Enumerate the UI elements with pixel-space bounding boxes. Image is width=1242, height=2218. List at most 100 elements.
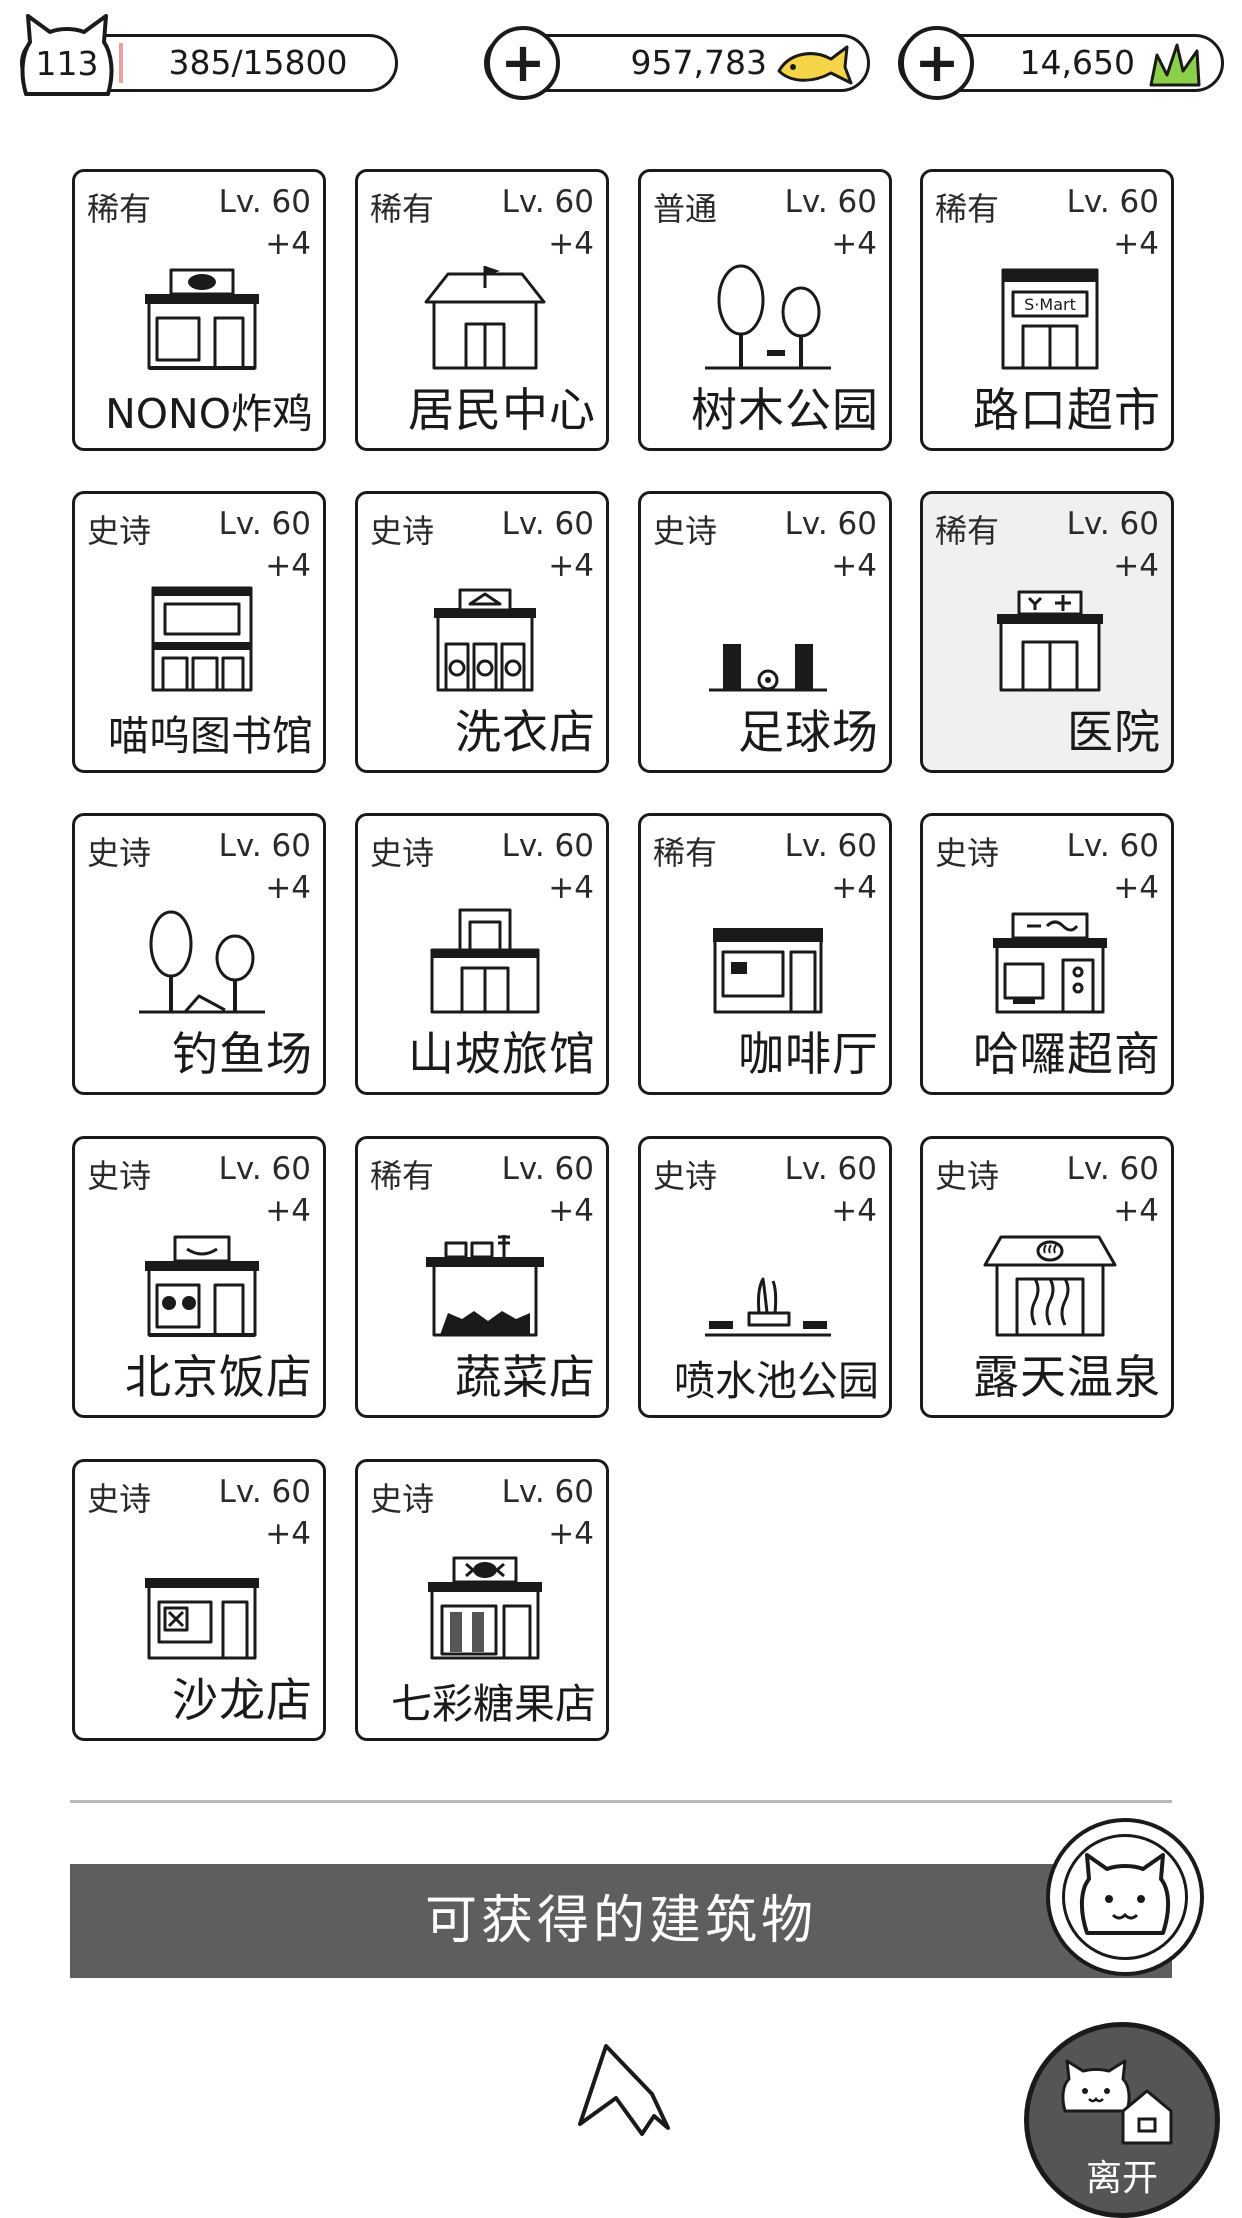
building-card[interactable]: 史诗 Lv. 60 +4 钓鱼场 xyxy=(72,813,326,1095)
building-level: Lv. 60 xyxy=(784,506,877,542)
building-card[interactable]: 稀有 Lv. 60 +4 蔬菜店 xyxy=(355,1136,609,1418)
card-flip-icon[interactable] xyxy=(570,2036,680,2146)
building-rarity: 史诗 xyxy=(87,1157,152,1195)
building-name: 医院 xyxy=(1067,705,1161,759)
soccer-field-icon xyxy=(709,644,827,692)
building-bonus: +4 xyxy=(831,226,877,262)
building-name: 咖啡厅 xyxy=(738,1027,879,1081)
building-name: 钓鱼场 xyxy=(172,1027,313,1081)
building-rarity: 史诗 xyxy=(653,512,718,550)
building-bonus: +4 xyxy=(1113,226,1159,262)
building-rarity: 史诗 xyxy=(935,1157,1000,1195)
laundry-icon xyxy=(434,588,536,692)
building-rarity: 史诗 xyxy=(87,512,152,550)
building-level: Lv. 60 xyxy=(501,184,594,220)
community-center-icon xyxy=(424,266,546,370)
hospital-icon xyxy=(997,590,1103,692)
building-name: 洗衣店 xyxy=(455,705,596,759)
building-rarity: 史诗 xyxy=(935,834,1000,872)
building-bonus: +4 xyxy=(265,1193,311,1229)
building-level: Lv. 60 xyxy=(1066,506,1159,542)
leave-button[interactable]: 离开 xyxy=(1024,2022,1220,2218)
building-level: Lv. 60 xyxy=(501,1151,594,1187)
building-rarity: 稀有 xyxy=(87,190,152,228)
supermarket-icon: S·Mart xyxy=(1001,268,1099,370)
building-bonus: +4 xyxy=(1113,548,1159,584)
building-card[interactable]: 史诗 Lv. 60 +4 北京饭店 xyxy=(72,1136,326,1418)
fountain-park-icon xyxy=(705,1277,831,1337)
grass-icon xyxy=(1149,43,1201,87)
building-name: 露天温泉 xyxy=(973,1350,1161,1404)
vegetable-shop-icon xyxy=(426,1235,544,1337)
building-bonus: +4 xyxy=(548,226,594,262)
cat-face-frame xyxy=(1062,1834,1188,1960)
add-grass-button[interactable]: + xyxy=(900,26,974,100)
building-name: 沙龙店 xyxy=(172,1673,313,1727)
library-icon xyxy=(151,586,253,692)
building-level: Lv. 60 xyxy=(218,1474,311,1510)
building-rarity: 普通 xyxy=(653,190,718,228)
convenience-store-icon xyxy=(993,912,1107,1014)
divider xyxy=(70,1800,1172,1803)
building-rarity: 史诗 xyxy=(370,834,435,872)
level-badge: 113 xyxy=(18,14,116,100)
building-bonus: +4 xyxy=(831,870,877,906)
grass-count: 14,650 xyxy=(1019,43,1135,82)
building-level: Lv. 60 xyxy=(1066,1151,1159,1187)
building-level: Lv. 60 xyxy=(501,1474,594,1510)
hill-inn-icon xyxy=(430,908,540,1014)
building-name: 哈囉超商 xyxy=(973,1027,1161,1081)
building-name: 山坡旅馆 xyxy=(408,1027,596,1081)
cat-menu-button[interactable] xyxy=(1046,1818,1204,1976)
building-level: Lv. 60 xyxy=(1066,184,1159,220)
building-bonus: +4 xyxy=(265,870,311,906)
hot-spring-icon xyxy=(983,1235,1117,1337)
building-bonus: +4 xyxy=(265,226,311,262)
building-name: 居民中心 xyxy=(408,383,596,437)
fishing-spot-icon xyxy=(139,910,265,1014)
building-name: 足球场 xyxy=(738,705,879,759)
player-level: 113 xyxy=(35,44,99,83)
building-level: Lv. 60 xyxy=(218,828,311,864)
building-rarity: 史诗 xyxy=(653,1157,718,1195)
beijing-restaurant-icon xyxy=(145,1235,259,1337)
building-rarity: 稀有 xyxy=(653,834,718,872)
tree-park-icon xyxy=(705,264,831,370)
building-rarity: 稀有 xyxy=(370,1157,435,1195)
building-card[interactable]: 史诗 Lv. 60 +4 露天温泉 xyxy=(920,1136,1174,1418)
candy-shop-icon xyxy=(428,1556,542,1660)
building-bonus: +4 xyxy=(265,1516,311,1552)
building-name: 蔬菜店 xyxy=(455,1350,596,1404)
building-name: 北京饭店 xyxy=(125,1350,313,1404)
add-fish-button[interactable]: + xyxy=(486,26,560,100)
building-bonus: +4 xyxy=(548,870,594,906)
building-level: Lv. 60 xyxy=(218,506,311,542)
building-bonus: +4 xyxy=(1113,1193,1159,1229)
cafe-icon xyxy=(713,928,823,1014)
building-level: Lv. 60 xyxy=(784,828,877,864)
building-bonus: +4 xyxy=(831,1193,877,1229)
building-name: NONO炸鸡 xyxy=(105,390,313,438)
cat-face-icon xyxy=(1080,1853,1170,1935)
building-card[interactable]: 稀有 Lv. 60 +4 咖啡厅 xyxy=(638,813,892,1095)
fried-chicken-shop-icon xyxy=(145,268,259,370)
building-rarity: 史诗 xyxy=(87,834,152,872)
building-level: Lv. 60 xyxy=(218,1151,311,1187)
building-rarity: 史诗 xyxy=(370,1480,435,1518)
building-bonus: +4 xyxy=(1113,870,1159,906)
building-bonus: +4 xyxy=(548,1193,594,1229)
building-level: Lv. 60 xyxy=(218,184,311,220)
